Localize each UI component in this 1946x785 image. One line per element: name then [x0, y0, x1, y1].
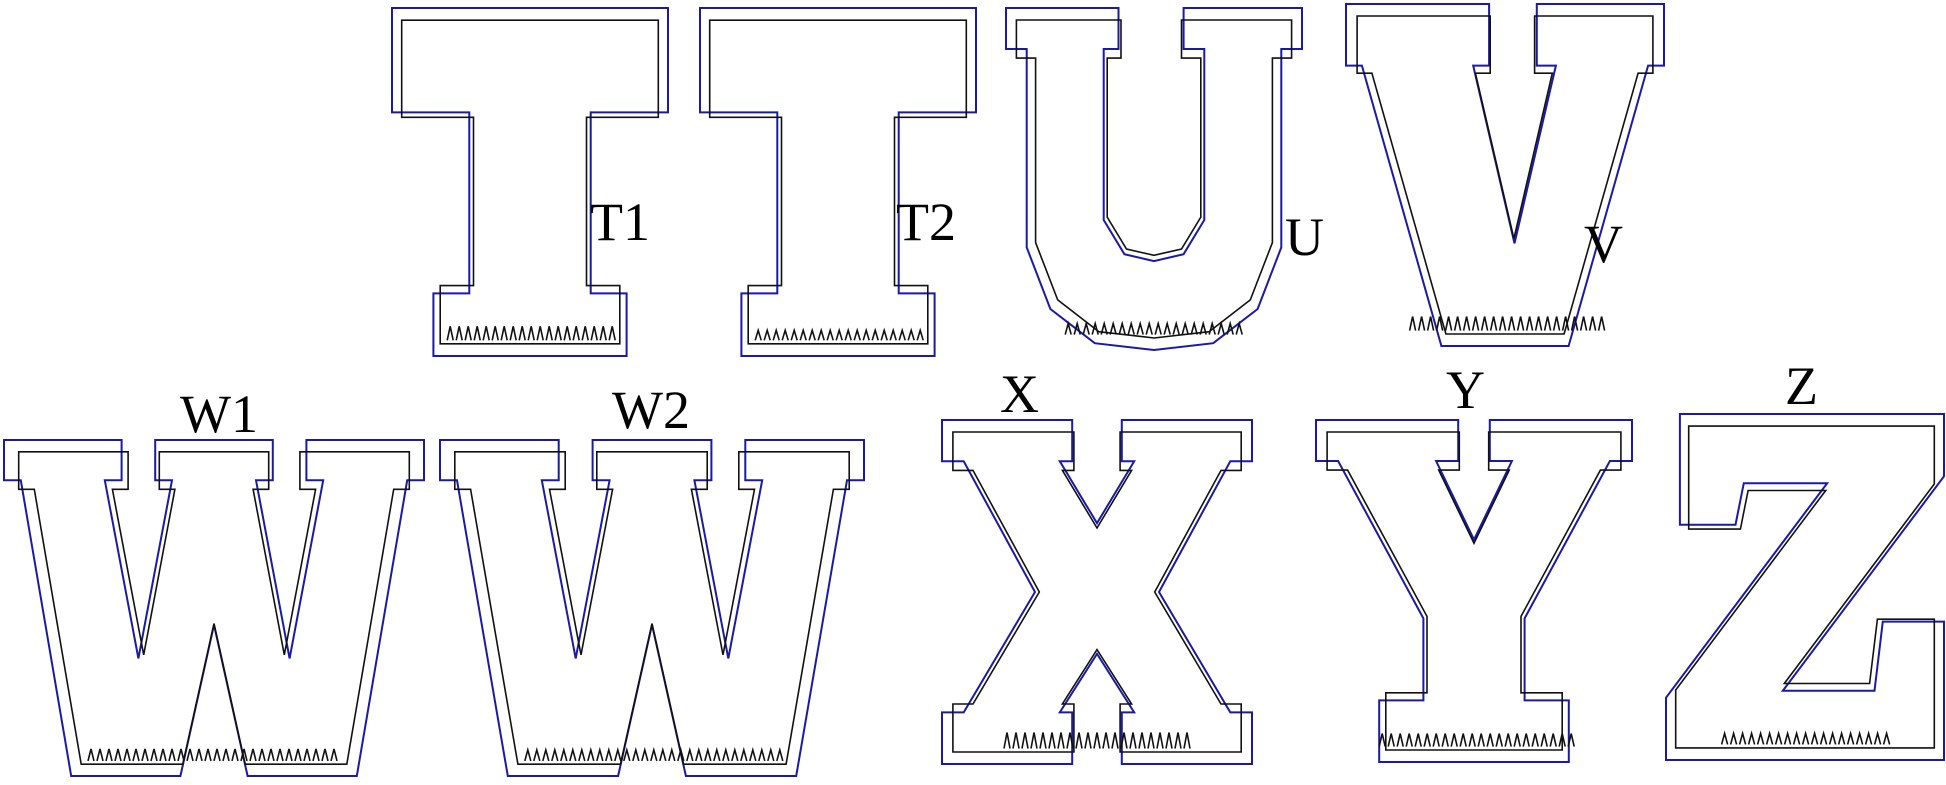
- grass-cutout: [1064, 320, 1243, 335]
- letter-w2: W2: [439, 380, 865, 777]
- letter-outline: [941, 419, 1253, 765]
- letter-cut-line: [708, 19, 968, 345]
- grass-cutout: [1378, 733, 1575, 747]
- letter-outline: [439, 439, 865, 777]
- letter-x: X: [941, 364, 1253, 765]
- letter-label: W1: [180, 384, 258, 444]
- letter-outline: [1665, 413, 1945, 761]
- letter-outline: [1005, 7, 1303, 352]
- letter-label: U: [1285, 207, 1324, 267]
- letter-z: Z: [1665, 356, 1945, 761]
- letter-label: Z: [1785, 356, 1818, 416]
- letter-y: Y: [1315, 360, 1633, 763]
- letter-cut-line: [400, 19, 660, 345]
- letter-outline: [391, 7, 669, 357]
- grass-cutout: [446, 326, 616, 341]
- letter-cut-line: [17, 451, 411, 765]
- letter-cut-line: [1356, 15, 1654, 335]
- letter-label: T1: [590, 192, 650, 252]
- letter-outline: [1315, 419, 1633, 763]
- letter-w1: W1: [3, 384, 425, 777]
- grass-cutout: [754, 327, 924, 341]
- grass-cutout: [1720, 730, 1891, 745]
- letter-cut-line: [454, 451, 850, 765]
- grass-cutout: [1003, 732, 1191, 749]
- letter-outline: [699, 7, 977, 357]
- letter-label: V: [1584, 214, 1623, 274]
- letter-label: T2: [896, 192, 956, 252]
- letter-cut-line: [1015, 19, 1293, 339]
- letter-outline: [1345, 3, 1665, 347]
- letter-u: U: [1005, 7, 1324, 352]
- letter-cut-line: [1326, 431, 1622, 751]
- letter-t1: T1: [391, 7, 669, 357]
- letter-label: W2: [612, 380, 690, 440]
- letter-outline: [3, 439, 425, 777]
- letter-label: X: [1000, 364, 1039, 424]
- grass-cutout: [1408, 316, 1606, 331]
- letter-t2: T2: [699, 7, 977, 357]
- letter-cut-line: [1674, 425, 1936, 749]
- letter-v: V: [1345, 3, 1665, 347]
- letter-label: Y: [1446, 360, 1485, 420]
- grass-cutout: [524, 746, 784, 762]
- letter-cut-line: [952, 431, 1242, 753]
- grass-cutout: [87, 748, 338, 762]
